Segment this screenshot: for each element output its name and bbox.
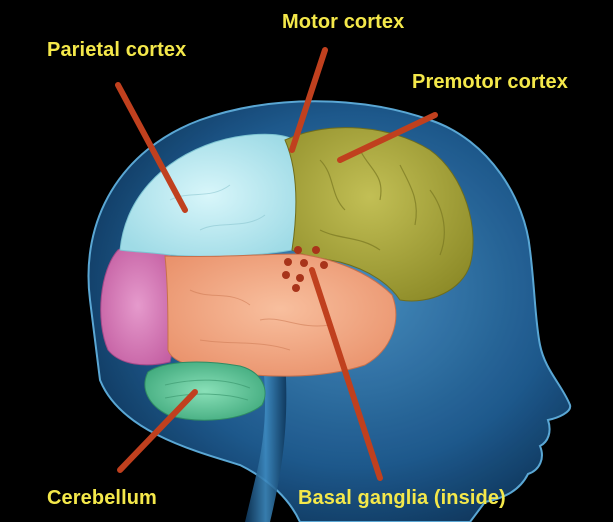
occipital-lobe [101,246,175,365]
label-basal-ganglia: Basal ganglia (inside) [298,488,506,508]
cerebellum-region [145,362,265,420]
label-cerebellum: Cerebellum [47,488,157,508]
label-premotor-cortex: Premotor cortex [412,72,568,92]
label-parietal-cortex: Parietal cortex [47,40,186,60]
label-motor-cortex: Motor cortex [282,12,404,32]
